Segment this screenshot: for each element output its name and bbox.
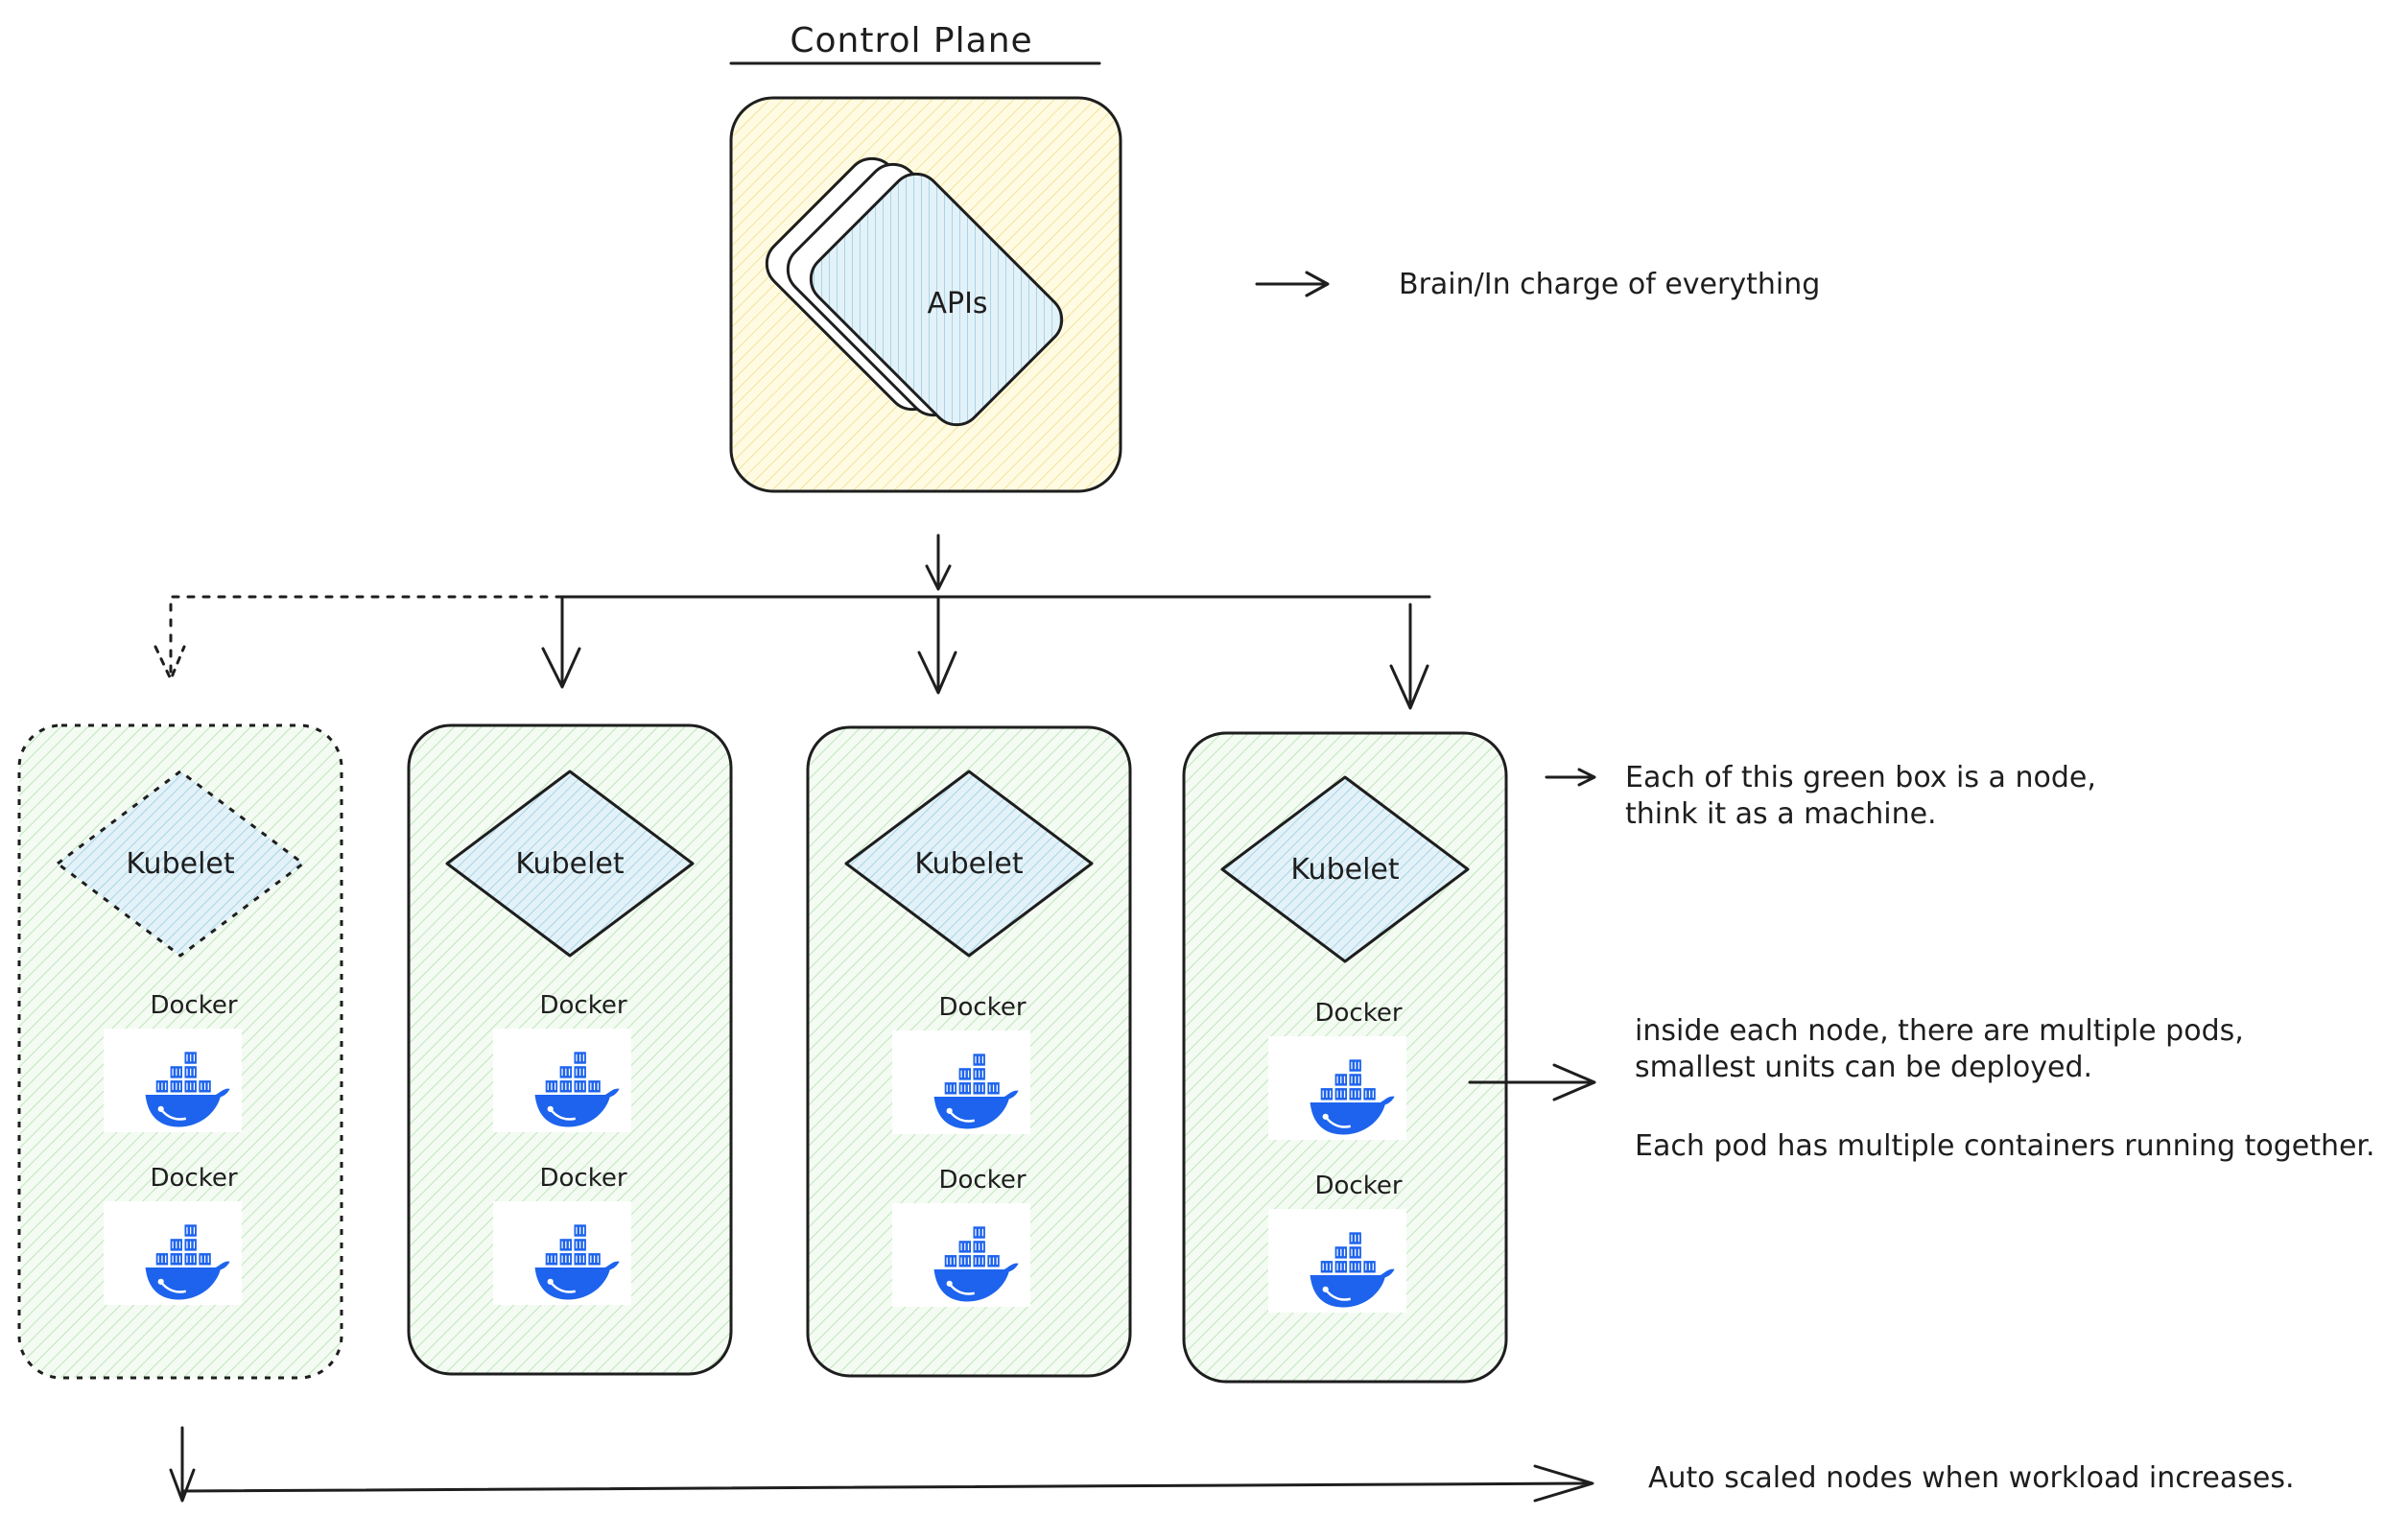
kubelet-shape (1220, 775, 1470, 963)
docker-label: Docker (1314, 999, 1402, 1028)
pod: Docker (1268, 999, 1406, 1140)
docker-label: Docker (539, 991, 626, 1020)
arrow-down-icon (169, 1426, 196, 1503)
arrow-down-icon (541, 595, 581, 689)
kubelet-shape (844, 770, 1094, 958)
arrow-down-icon (917, 595, 957, 695)
api-label: APIs (927, 287, 987, 320)
pod: Docker (493, 991, 631, 1132)
docker-label: Docker (539, 1164, 626, 1193)
docker-label: Docker (1314, 1172, 1402, 1200)
docker-label: Docker (150, 991, 237, 1020)
dashed-arrow-down-icon (153, 645, 186, 681)
pod: Docker (104, 1164, 242, 1305)
page-title: Control Plane (790, 21, 1032, 60)
pod: Docker (892, 1166, 1030, 1307)
kubelet-label: Kubelet (126, 847, 234, 881)
pods-note-line-3: Each pod has multiple containers running… (1635, 1129, 2375, 1163)
nodes-layer: KubeletDockerDockerKubeletDockerDockerKu… (17, 723, 1508, 1384)
kubelet-label: Kubelet (914, 847, 1023, 881)
kubelet-shape (445, 770, 695, 958)
arrow-right-icon (1255, 271, 1330, 297)
brain-label: Brain/In charge of everything (1399, 268, 1820, 301)
autoscale-label: Auto scaled nodes when workload increase… (1648, 1461, 2295, 1495)
arrow-right-icon (1468, 1063, 1596, 1101)
kubelet-label: Kubelet (1290, 853, 1399, 887)
node-annotation: Each of this green box is a node, think … (1545, 761, 2096, 831)
api-stack (765, 156, 1064, 427)
dashed-branch (169, 595, 564, 674)
arrow-down-icon (925, 533, 952, 591)
arrow-right-icon (1545, 768, 1596, 787)
kubelet-label: Kubelet (515, 847, 624, 881)
pods-annotation: inside each node, there are multiple pod… (1468, 1014, 2375, 1163)
pod: Docker (493, 1164, 631, 1305)
pod: Docker (892, 993, 1030, 1134)
autoscale-annotation: Auto scaled nodes when workload increase… (169, 1426, 2295, 1503)
docker-label: Docker (938, 1166, 1026, 1195)
arrow-down-icon (1389, 603, 1429, 710)
docker-label: Docker (938, 993, 1026, 1022)
pods-note-line-1: inside each node, there are multiple pod… (1635, 1014, 2244, 1048)
pod: Docker (104, 991, 242, 1132)
pod: Docker (1268, 1172, 1406, 1313)
node-note-line-1: Each of this green box is a node, (1625, 761, 2096, 794)
docker-label: Docker (150, 1164, 237, 1193)
kubelet-shape (56, 770, 305, 958)
node-note-line-2: think it as a machine. (1625, 797, 1937, 831)
brain-annotation: Brain/In charge of everything (1255, 268, 1820, 301)
control-plane: APIs (729, 96, 1122, 493)
arrow-right-icon (180, 1464, 1594, 1503)
pods-note-line-2: smallest units can be deployed. (1635, 1051, 2092, 1084)
